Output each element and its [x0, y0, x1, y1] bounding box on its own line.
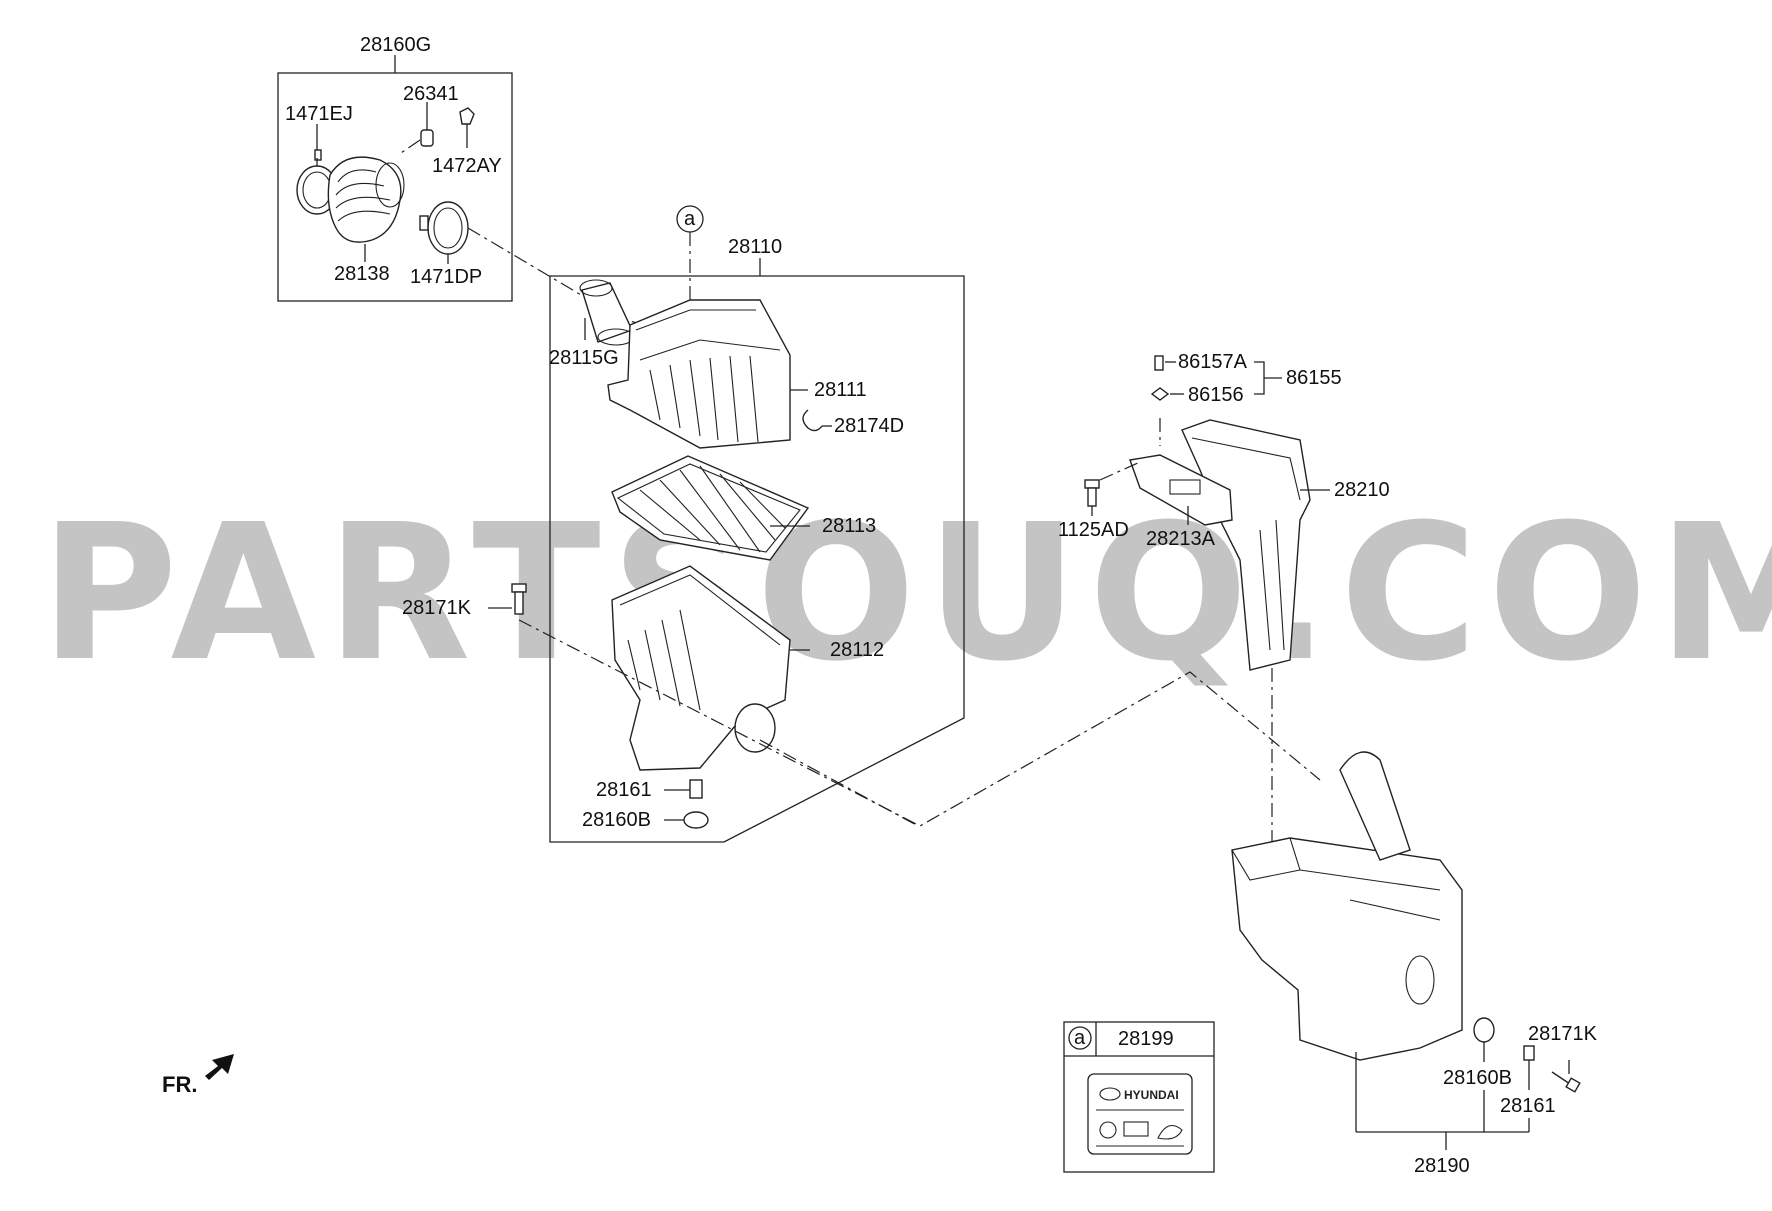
sticker-filter-icon	[1157, 1124, 1183, 1140]
case-28112[interactable]	[611, 565, 791, 771]
label-28161-right[interactable]: 28161	[1500, 1095, 1556, 1117]
air-cleaner-group: 28110 a 28115G 28111 28174D	[402, 205, 965, 843]
label-86156[interactable]: 86156	[1188, 384, 1244, 406]
front-label: FR.	[162, 1072, 197, 1097]
brand-logo-icon	[1099, 1087, 1121, 1101]
pin-28161-left[interactable]	[689, 779, 703, 799]
intake-hose[interactable]	[327, 156, 402, 243]
label-28111[interactable]: 28111	[814, 379, 867, 401]
filter-28113[interactable]	[611, 455, 810, 561]
label-1472AY[interactable]: 1472AY	[432, 155, 502, 177]
air-cleaner-frame	[549, 275, 965, 843]
clamp-screw-right	[419, 215, 429, 231]
label-28138[interactable]: 28138	[334, 263, 390, 285]
label-1471DP[interactable]: 1471DP	[410, 266, 482, 288]
label-28210[interactable]: 28210	[1334, 479, 1390, 501]
nut-86156[interactable]	[1150, 387, 1170, 401]
label-28171K-right[interactable]: 28171K	[1528, 1023, 1598, 1045]
bolt-28171K-left-head	[511, 583, 527, 593]
label-card-callout: a	[1074, 1027, 1086, 1049]
label-86155[interactable]: 86155	[1286, 367, 1342, 389]
bracket-28213A[interactable]	[1129, 454, 1233, 526]
pin-28161-right[interactable]	[1523, 1045, 1535, 1061]
cover-28111[interactable]	[607, 299, 791, 449]
label-28115G[interactable]: 28115G	[549, 347, 619, 369]
bolt-28171K-left[interactable]	[514, 591, 524, 615]
label-28160G[interactable]: 28160G	[360, 34, 431, 56]
front-indicator: FR.	[162, 1054, 234, 1097]
routing-line-hose	[467, 227, 661, 331]
label-28161-left[interactable]: 28161	[596, 779, 652, 801]
label-card: a 28199 HYUNDAI	[1063, 1021, 1215, 1173]
bolt-1125AD-head	[1084, 479, 1100, 489]
clip-28174D[interactable]	[802, 409, 823, 432]
routing-line-bolt	[518, 619, 1321, 827]
label-card-frame	[1063, 1021, 1215, 1173]
resonator-28190[interactable]	[1231, 837, 1463, 1061]
label-28174D[interactable]: 28174D	[834, 415, 904, 437]
label-28213A[interactable]: 28213A	[1146, 528, 1216, 550]
label-1125AD[interactable]: 1125AD	[1058, 519, 1129, 541]
label-28190[interactable]: 28190	[1414, 1155, 1470, 1177]
label-28160B-left[interactable]: 28160B	[582, 809, 651, 831]
front-arrow-icon	[205, 1054, 234, 1080]
duct-group: 86157A 86156 86155 28210 28213A 1125AD	[1058, 351, 1390, 671]
grommet-28160B-left[interactable]	[683, 811, 709, 829]
clip-1472AY[interactable]	[459, 107, 475, 125]
callout-letter-a: a	[684, 208, 696, 230]
label-28160B-right[interactable]: 28160B	[1443, 1067, 1512, 1089]
label-86157A[interactable]: 86157A	[1178, 351, 1248, 373]
label-28171K-left[interactable]: 28171K	[402, 597, 472, 619]
label-card-callout-circle	[1068, 1026, 1092, 1050]
screw-86157A[interactable]	[1154, 355, 1164, 371]
resonator-group: 28160B 28161 28171K 28190	[1231, 751, 1598, 1177]
watermark-text: PARTSOUQ.COM	[40, 484, 1772, 703]
label-26341[interactable]: 26341	[403, 83, 459, 105]
case-outlet	[734, 703, 776, 753]
grommet-28160B-right[interactable]	[1473, 1017, 1495, 1043]
sensor-26341[interactable]	[420, 129, 434, 147]
duct-28115G[interactable]	[581, 282, 633, 343]
label-28113[interactable]: 28113	[822, 515, 876, 537]
bolt-28171K-right[interactable]	[1551, 1071, 1571, 1085]
bolt-1125AD[interactable]	[1087, 487, 1097, 507]
label-card-part-number[interactable]: 28199	[1118, 1028, 1174, 1050]
resonator-inlet	[1339, 751, 1411, 861]
sticker-warning-icon	[1099, 1121, 1117, 1139]
label-28112[interactable]: 28112	[830, 639, 884, 661]
clamp-screw-left	[314, 149, 322, 161]
label-28110[interactable]: 28110	[728, 236, 782, 258]
label-sticker	[1087, 1073, 1193, 1155]
hose-assembly-group: 28160G 1471EJ 28138 26341 1472AY 1471DP	[277, 34, 513, 302]
label-1471EJ[interactable]: 1471EJ	[285, 103, 353, 125]
label-sticker-brand: HYUNDAI	[1124, 1088, 1179, 1102]
